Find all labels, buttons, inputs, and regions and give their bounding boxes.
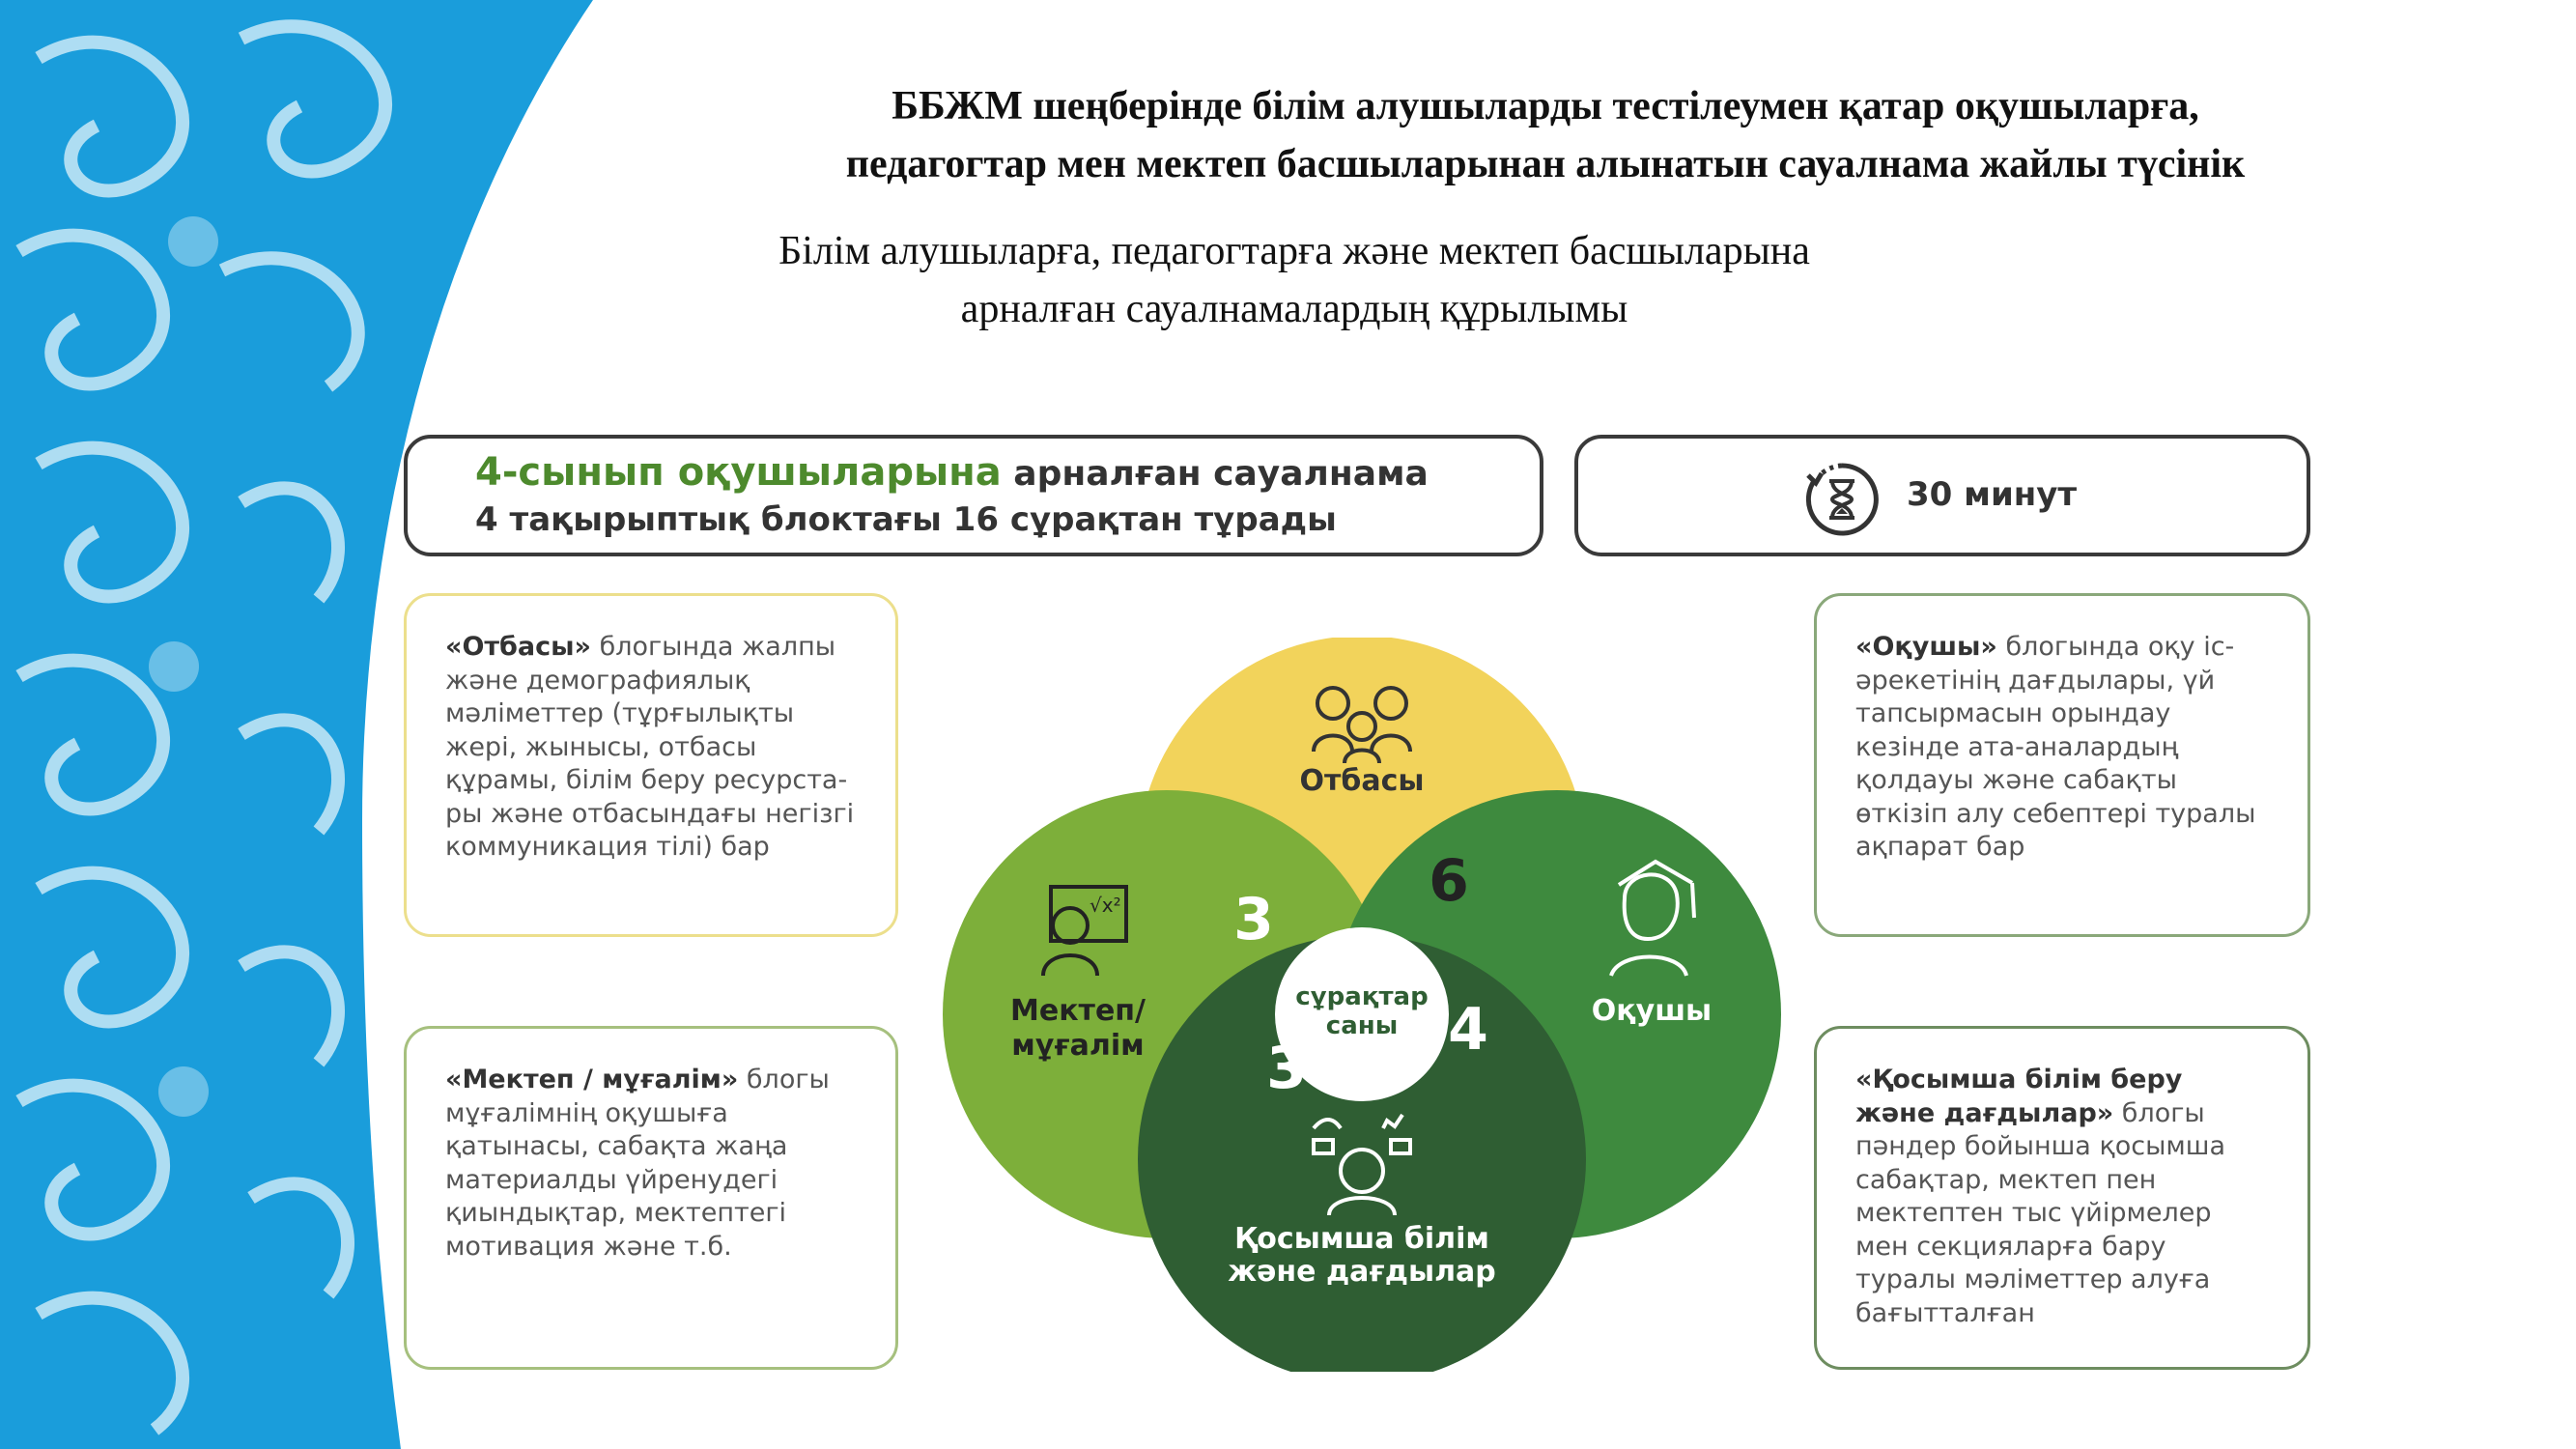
school-label-line-1: Мектеп/ [1010, 994, 1146, 1028]
survey-target-highlight: 4-сынып оқушыларына [475, 450, 1002, 495]
family-block-description: «Отбасы» блогында жалпы және демографиял… [404, 593, 898, 937]
survey-header-rest: арналған сауалнама [1001, 454, 1429, 494]
survey-header-box: 4-сынып оқушыларына арналған сауалнама 4… [404, 435, 1543, 556]
extra-block-description: «Қосымша білім беру және дағдылар» блогы… [1814, 1026, 2310, 1370]
student-icon [1609, 859, 1696, 977]
student-block-title: «Оқушы» [1855, 632, 1997, 662]
extra-block-title: «Қосымша білім беру және дағдылар» [1855, 1065, 2183, 1128]
school-block-text: блогы мұғалімнің оқушыға қатынасы, сабақ… [445, 1065, 830, 1262]
extra-label-line-1: Қосымша білім [1234, 1222, 1489, 1256]
school-count: 3 [1233, 886, 1274, 953]
extra-block-text: блогы пәндер бойынша қосымша сабақтар, м… [1855, 1097, 2226, 1328]
extra-count: 3 [1266, 1035, 1307, 1102]
student-label: Оқушы [1592, 994, 1712, 1028]
school-label-line-2: мұғалім [1011, 1029, 1144, 1063]
svg-text:√x²: √x² [1090, 894, 1121, 917]
subtitle-line-1: Білім алушыларға, педагогтарға және мект… [778, 229, 1810, 273]
school-block-title: «Мектеп / мұғалім» [445, 1065, 739, 1094]
skills-icon [1312, 1113, 1412, 1216]
extra-label-line-2: және дағдылар [1228, 1255, 1496, 1289]
duration-box: 30 минут [1574, 435, 2310, 556]
family-label: Отбасы [1300, 764, 1425, 798]
student-block-description: «Оқушы» блогында оқу іс-әрекетінің дағды… [1814, 593, 2310, 937]
teacher-icon: √x² [1041, 885, 1128, 977]
center-label-line-2: саны [1326, 1011, 1398, 1040]
survey-header-line-2: 4 тақырыптық блоктағы 16 сұрақтан тұрады [475, 500, 1337, 539]
family-block-text: блогында жалпы және демографиялық мәліме… [445, 632, 855, 862]
extra-circle [1138, 935, 1586, 1372]
school-block-description: «Мектеп / мұғалім» блогы мұғалімнің оқуш… [404, 1026, 898, 1370]
student-count: 4 [1448, 996, 1488, 1064]
center-label-line-1: сұрақтар [1295, 982, 1428, 1011]
question-blocks-diagram: сұрақтар саны Отбасы 6 √x² Мектеп/ мұғал… [943, 638, 1781, 1372]
family-block-title: «Отбасы» [445, 632, 591, 662]
survey-header-line-1: 4-сынып оқушыларына арналған сауалнама [475, 450, 1429, 495]
center-disc [1275, 927, 1449, 1101]
student-block-text: блогында оқу іс-әрекетінің дағдылары, үй… [1855, 632, 2256, 862]
subtitle-line-2: арналған сауалнамалардың құрылымы [960, 287, 1628, 331]
hourglass-clock-icon [1805, 463, 1879, 536]
family-icon [1312, 686, 1412, 764]
duration-label: 30 минут [1907, 475, 2078, 514]
title-line-2: педагогтар мен мектеп басшыларынан алына… [845, 142, 2246, 186]
family-count: 6 [1429, 847, 1469, 915]
title-line-1: ББЖМ шеңберінде білім алушыларды тестіле… [892, 84, 2199, 128]
